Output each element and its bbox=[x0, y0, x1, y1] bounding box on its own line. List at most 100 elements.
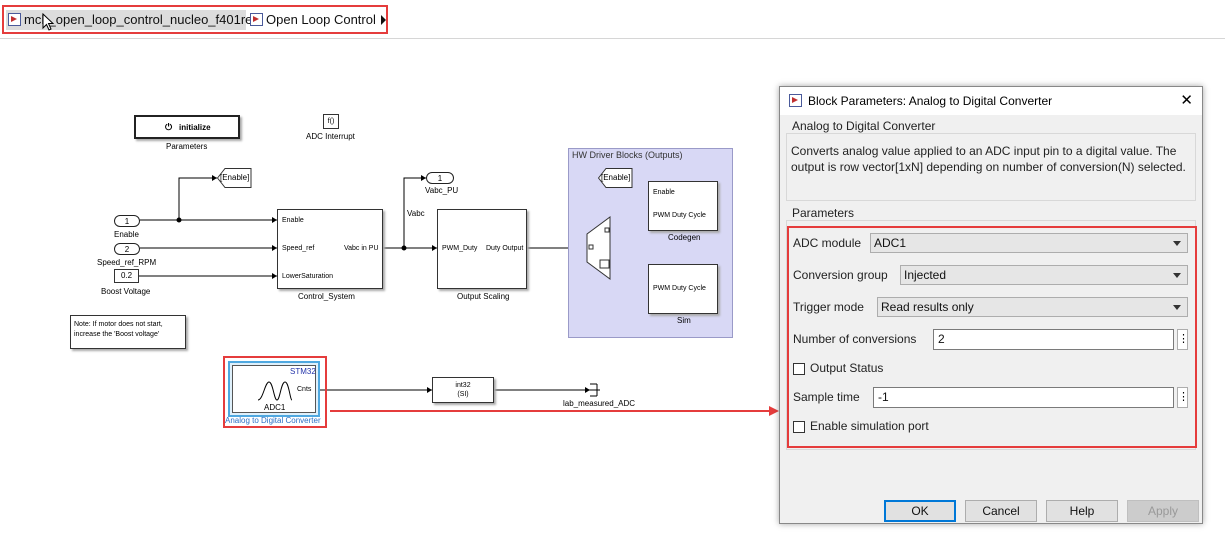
adc-module-label: ADC module bbox=[793, 236, 862, 250]
inport-enable[interactable]: 1 bbox=[114, 215, 140, 227]
model-canvas[interactable]: ⏻ initialize Parameters f() ADC Interrup… bbox=[0, 38, 1225, 554]
output-status-label: Output Status bbox=[810, 361, 884, 375]
outport-vabc-label: Vabc_PU bbox=[425, 186, 459, 195]
convert-mode: (SI) bbox=[457, 391, 469, 398]
adc-highlight bbox=[223, 356, 327, 428]
conversion-group-dropdown[interactable]: Injected bbox=[900, 265, 1188, 285]
outport-vabc[interactable]: 1 bbox=[426, 172, 454, 184]
port-enable: Enable bbox=[282, 217, 304, 224]
dialog-titlebar[interactable]: Block Parameters: Analog to Digital Conv… bbox=[780, 87, 1202, 115]
goto-label: lab_measured_ADC bbox=[563, 399, 636, 408]
codegen-port-pwm: PWM Duty Cycle bbox=[653, 212, 706, 219]
convert-type: int32 bbox=[455, 382, 471, 389]
toolbar: mcb_open_loop_control_nucleo_f401re Open… bbox=[0, 0, 1225, 39]
codegen-block[interactable]: Enable PWM Duty Cycle bbox=[648, 181, 718, 231]
apply-button[interactable]: Apply bbox=[1127, 500, 1199, 522]
breadcrumb: mcb_open_loop_control_nucleo_f401re Open… bbox=[2, 5, 388, 34]
help-button[interactable]: Help bbox=[1046, 500, 1118, 522]
chevron-down-icon bbox=[1173, 273, 1181, 278]
port-vabc-pu: Vabc in PU bbox=[344, 245, 379, 252]
note-text: Note: If motor does not start, increase … bbox=[74, 321, 163, 338]
control-system-block[interactable]: Enable Speed_ref LowerSaturation Vabc in… bbox=[277, 209, 383, 289]
block-parameters-dialog: Block Parameters: Analog to Digital Conv… bbox=[779, 86, 1203, 524]
description-text: Converts analog value applied to an ADC … bbox=[791, 144, 1186, 174]
adc-waveform-icon bbox=[257, 381, 293, 401]
inport-enable-label: Enable bbox=[114, 230, 139, 239]
num-conversions-value: 2 bbox=[938, 332, 945, 346]
adc-block[interactable]: STM32 Cnts ADC1 bbox=[228, 361, 320, 417]
enable-sim-port-checkbox[interactable] bbox=[793, 421, 805, 433]
adc-block-label: Analog to Digital Converter bbox=[225, 416, 321, 425]
trigger-mode-value: Read results only bbox=[881, 300, 974, 314]
num-conversions-label: Number of conversions bbox=[793, 332, 917, 346]
chevron-down-icon bbox=[1173, 305, 1181, 310]
adc-interrupt-block[interactable]: f() bbox=[323, 114, 339, 129]
parameters-group-title: Parameters bbox=[790, 206, 857, 220]
adc-cnts-port: Cnts bbox=[297, 386, 312, 393]
chevron-down-icon bbox=[1173, 241, 1181, 246]
vabc-signal-label: Vabc bbox=[407, 209, 425, 218]
boost-label: Boost Voltage bbox=[101, 287, 151, 296]
codegen-port-enable: Enable bbox=[653, 189, 675, 196]
parameters-label: Parameters bbox=[166, 142, 208, 151]
trigger-mode-dropdown[interactable]: Read results only bbox=[877, 297, 1188, 317]
inport-speed[interactable]: 2 bbox=[114, 243, 140, 255]
adc-name-label: ADC1 bbox=[264, 403, 286, 412]
sim-label: Sim bbox=[677, 316, 691, 325]
boost-value: 0.2 bbox=[120, 271, 133, 280]
breadcrumb-model-label: mcb_open_loop_control_nucleo_f401re bbox=[24, 12, 253, 27]
sample-time-input[interactable]: -1 bbox=[873, 387, 1174, 408]
hw-enable-from-tag[interactable] bbox=[598, 168, 634, 188]
sample-time-label: Sample time bbox=[793, 390, 860, 404]
close-icon[interactable]: ✕ bbox=[1180, 92, 1193, 109]
output-status-checkbox[interactable] bbox=[793, 363, 805, 375]
chevron-right-icon[interactable] bbox=[380, 15, 386, 25]
inport-speed-number: 2 bbox=[124, 245, 130, 254]
model-icon bbox=[8, 13, 21, 26]
sample-time-more-icon[interactable]: ⋮ bbox=[1177, 387, 1189, 408]
inport-enable-number: 1 bbox=[124, 217, 130, 226]
initialize-block[interactable]: ⏻ initialize bbox=[134, 115, 240, 139]
description-group-title: Analog to Digital Converter bbox=[790, 119, 938, 133]
num-conversions-input[interactable]: 2 bbox=[933, 329, 1174, 350]
codegen-label: Codegen bbox=[668, 233, 701, 242]
enable-goto-label: [Enable] bbox=[220, 173, 250, 182]
cancel-button[interactable]: Cancel bbox=[965, 500, 1037, 522]
output-scaling-block[interactable]: PWM_Duty Duty Output bbox=[437, 209, 527, 289]
port-duty-output: Duty Output bbox=[486, 245, 524, 252]
control-system-label: Control_System bbox=[298, 292, 355, 301]
trigger-mode-label: Trigger mode bbox=[793, 300, 864, 314]
inport-speed-label: Speed_ref_RPM bbox=[97, 258, 157, 267]
mouse-cursor-icon bbox=[42, 13, 55, 31]
variant-switch-icon[interactable] bbox=[586, 216, 612, 280]
parameters-highlight bbox=[787, 226, 1197, 448]
output-scaling-label: Output Scaling bbox=[457, 292, 510, 301]
enable-sim-port-label: Enable simulation port bbox=[810, 419, 929, 433]
adc-module-value: ADC1 bbox=[874, 236, 907, 250]
conversion-group-value: Injected bbox=[904, 268, 947, 282]
sim-port-pwm: PWM Duty Cycle bbox=[653, 285, 706, 292]
sample-time-value: -1 bbox=[878, 390, 889, 404]
fcall-symbol: f() bbox=[327, 118, 335, 125]
boost-constant[interactable]: 0.2 bbox=[114, 269, 139, 283]
hw-enable-label: [Enable] bbox=[601, 173, 631, 182]
subsystem-icon bbox=[250, 13, 263, 26]
adc-stm32-tag: STM32 bbox=[290, 367, 316, 376]
ok-button[interactable]: OK bbox=[884, 500, 956, 522]
hw-area-title: HW Driver Blocks (Outputs) bbox=[572, 150, 683, 160]
dialog-title: Block Parameters: Analog to Digital Conv… bbox=[808, 94, 1053, 108]
sim-block[interactable]: PWM Duty Cycle bbox=[648, 264, 718, 314]
enable-goto-tag[interactable] bbox=[217, 168, 253, 188]
terminator-icon[interactable] bbox=[590, 383, 602, 397]
num-conversions-more-icon[interactable]: ⋮ bbox=[1177, 329, 1189, 350]
outport-vabc-number: 1 bbox=[437, 174, 443, 183]
initialize-label: initialize bbox=[179, 123, 211, 132]
data-type-conversion-block[interactable]: int32 (SI) bbox=[432, 377, 494, 403]
adc-interrupt-label: ADC Interrupt bbox=[306, 132, 355, 141]
port-speed-ref: Speed_ref bbox=[282, 245, 315, 252]
breadcrumb-subsystem[interactable]: Open Loop Control bbox=[248, 10, 386, 30]
adc-module-dropdown[interactable]: ADC1 bbox=[870, 233, 1188, 253]
port-lower-saturation: LowerSaturation bbox=[282, 273, 333, 280]
note-annotation[interactable]: Note: If motor does not start, increase … bbox=[70, 315, 186, 349]
breadcrumb-model[interactable]: mcb_open_loop_control_nucleo_f401re bbox=[6, 10, 263, 30]
